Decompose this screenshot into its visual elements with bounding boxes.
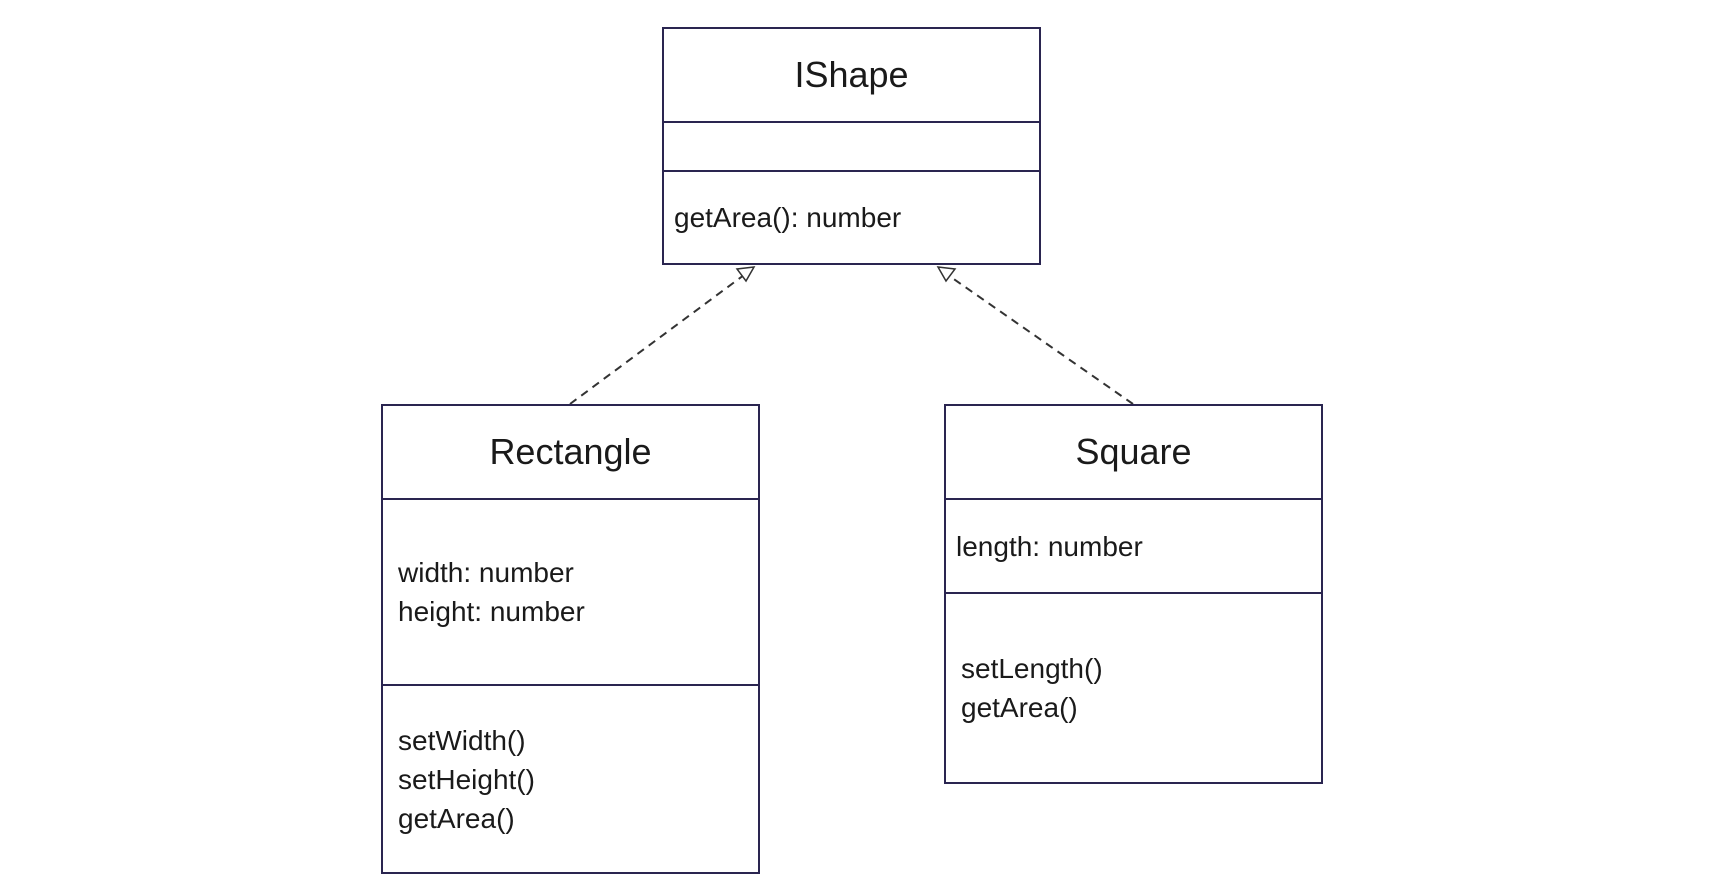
realization-arrowhead-square-ishape xyxy=(936,266,957,283)
class-name: Rectangle xyxy=(383,406,758,500)
class-rectangle[interactable]: Rectangle width: number height: number s… xyxy=(381,404,760,874)
attributes-compartment: length: number xyxy=(946,500,1321,594)
operation-item: setLength() xyxy=(961,653,1103,684)
operation-item: getArea(): number xyxy=(674,202,902,233)
attribute-item: length: number xyxy=(956,530,1143,562)
attribute-item: width: number xyxy=(398,557,574,588)
class-square[interactable]: Square length: number setLength() getAre… xyxy=(944,404,1323,784)
attribute-item: height: number xyxy=(398,596,585,627)
operation-item: getArea() xyxy=(398,802,515,834)
realization-line-square-ishape xyxy=(947,274,1134,405)
operation-item: getArea() xyxy=(961,692,1078,723)
realization-arrowhead-rectangle-ishape xyxy=(735,266,756,283)
operations-compartment: setWidth() setHeight() getArea() xyxy=(383,686,758,872)
attributes-compartment: width: number height: number xyxy=(383,500,758,686)
class-name: IShape xyxy=(664,29,1039,123)
operations-compartment: setLength() getArea() xyxy=(946,594,1321,782)
class-ishape[interactable]: IShape getArea(): number xyxy=(662,27,1041,265)
realization-line-rectangle-ishape xyxy=(569,274,745,405)
attributes-compartment xyxy=(664,123,1039,172)
class-name: Square xyxy=(946,406,1321,500)
operation-item: setWidth() xyxy=(398,724,526,756)
operations-compartment: getArea(): number xyxy=(664,172,1039,263)
operation-item: setHeight() xyxy=(398,763,535,795)
